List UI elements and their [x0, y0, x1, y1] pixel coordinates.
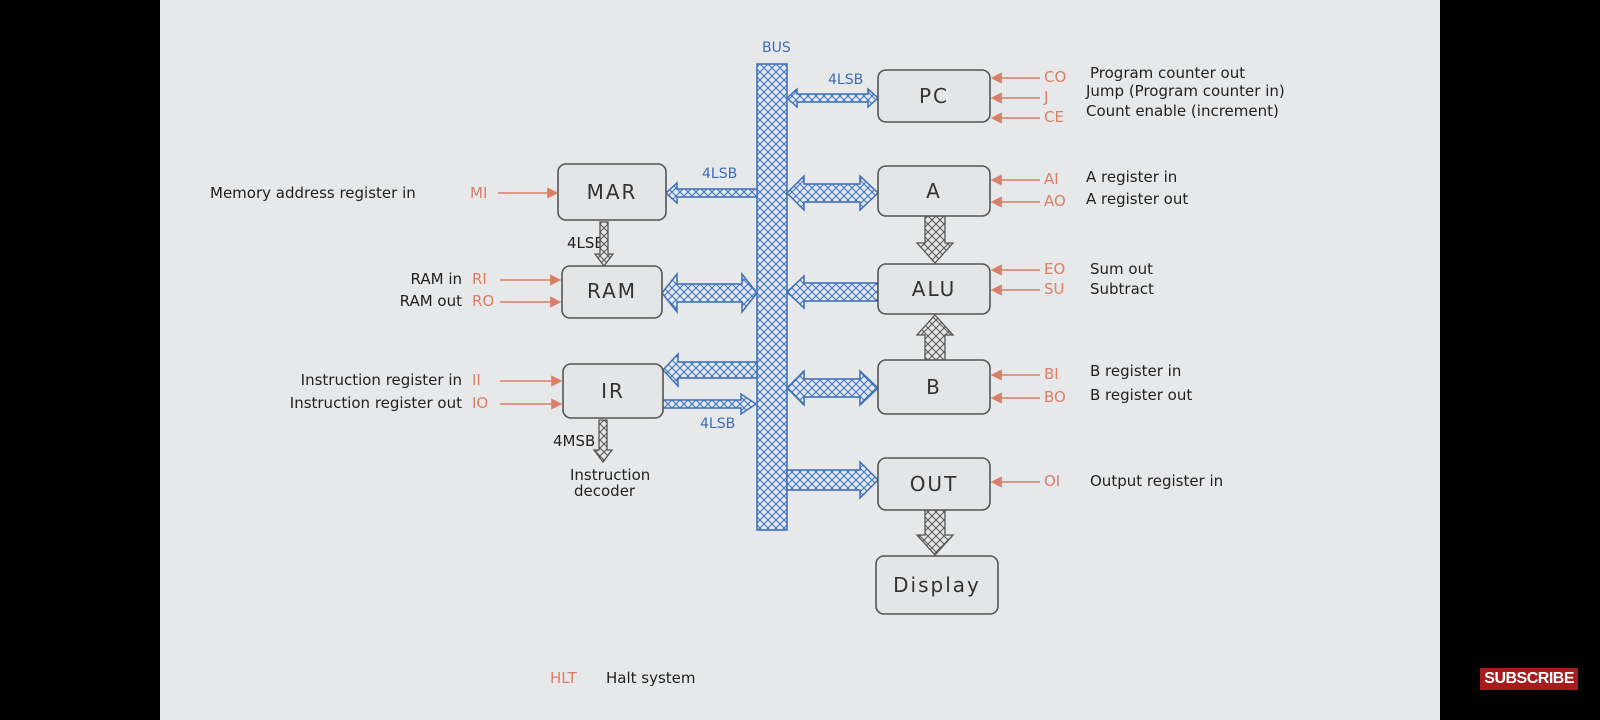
- alu-label: ALU: [912, 277, 956, 301]
- j-description: Jump (Program counter in): [1085, 82, 1285, 100]
- ii-code: II: [472, 371, 481, 389]
- alu-to-bus-arrow: [785, 274, 879, 310]
- ai-description: A register in: [1086, 168, 1177, 186]
- ir-to-bus-arrow: [661, 392, 758, 416]
- out-to-display-arrow: [915, 509, 955, 556]
- su-description: Subtract: [1090, 280, 1154, 298]
- ri-description: RAM in: [411, 270, 462, 288]
- hlt-code: HLT: [550, 669, 578, 687]
- bus-to-out-arrow: [786, 460, 880, 500]
- decoder-label-line1: Instruction: [570, 466, 650, 484]
- ao-code: AO: [1044, 192, 1066, 210]
- decoder-label-line2: decoder: [574, 482, 636, 500]
- ir-box: [562, 363, 664, 419]
- io-description: Instruction register out: [290, 394, 462, 412]
- hlt-description: Halt system: [606, 669, 696, 687]
- bo-description: B register out: [1090, 386, 1192, 404]
- a-bus-arrow: [785, 174, 880, 212]
- ir-label: IR: [601, 379, 625, 403]
- pc-bus-arrow: [785, 87, 880, 109]
- a-box: [877, 165, 991, 217]
- bus-bar: [756, 63, 788, 531]
- b-to-alu-arrow: [915, 314, 955, 361]
- ram-bus-arrow: [661, 271, 758, 315]
- oi-code: OI: [1044, 472, 1060, 490]
- ram-label: RAM: [587, 279, 637, 303]
- subscribe-button[interactable]: SUBSCRIBE: [1480, 668, 1578, 690]
- mi-description: Memory address register in: [210, 184, 416, 202]
- su-code: SU: [1044, 280, 1065, 298]
- eo-description: Sum out: [1090, 260, 1153, 278]
- io-code: IO: [472, 394, 488, 412]
- out-label: OUT: [910, 472, 959, 496]
- b-bus-arrow: [785, 369, 880, 407]
- a-to-alu-arrow: [915, 215, 955, 264]
- ri-code: RI: [472, 270, 487, 288]
- b-label: B: [926, 375, 942, 399]
- ir-decoder-width-label: 4MSB: [553, 432, 595, 450]
- bus-to-ir-arrow: [661, 352, 758, 388]
- mar-label: MAR: [587, 180, 638, 204]
- mar-ram-width-label: 4LSB: [567, 234, 605, 252]
- co-code: CO: [1044, 68, 1066, 86]
- cpu-block-diagram: BUS 4LSB 4LSB 4LSB 4LSB 4MSB MAR RAM IR …: [210, 40, 1285, 687]
- b-box: [877, 359, 991, 415]
- ro-description: RAM out: [400, 292, 462, 310]
- ro-code: RO: [472, 292, 494, 310]
- alu-box: [877, 263, 991, 315]
- bus-to-mar-arrow: [664, 181, 758, 205]
- out-box: [877, 457, 991, 511]
- eo-code: EO: [1044, 260, 1065, 278]
- ii-description: Instruction register in: [301, 371, 462, 389]
- ao-description: A register out: [1086, 190, 1188, 208]
- co-description: Program counter out: [1090, 64, 1245, 82]
- pc-box: [877, 69, 991, 123]
- display-label: Display: [893, 573, 981, 597]
- ir-bus-width-label: 4LSB: [700, 416, 735, 432]
- mar-width-label: 4LSB: [702, 166, 737, 182]
- bi-code: BI: [1044, 365, 1059, 383]
- pc-label: PC: [919, 84, 949, 108]
- a-label: A: [926, 179, 942, 203]
- mi-code: MI: [470, 184, 487, 202]
- display-box: [875, 555, 999, 615]
- oi-description: Output register in: [1090, 472, 1223, 490]
- ram-box: [561, 265, 663, 319]
- ai-code: AI: [1044, 170, 1059, 188]
- pc-width-label: 4LSB: [828, 72, 863, 88]
- ce-code: CE: [1044, 108, 1064, 126]
- bo-code: BO: [1044, 388, 1066, 406]
- j-code: J: [1043, 88, 1048, 106]
- whiteboard: BUS 4LSB 4LSB 4LSB 4LSB 4MSB MAR RAM IR …: [160, 0, 1440, 720]
- mar-to-ram-arrow: [593, 221, 615, 268]
- ir-to-decoder-arrow: [592, 419, 614, 464]
- ce-description: Count enable (increment): [1086, 102, 1279, 120]
- bi-description: B register in: [1090, 362, 1181, 380]
- bus-label: BUS: [762, 40, 791, 56]
